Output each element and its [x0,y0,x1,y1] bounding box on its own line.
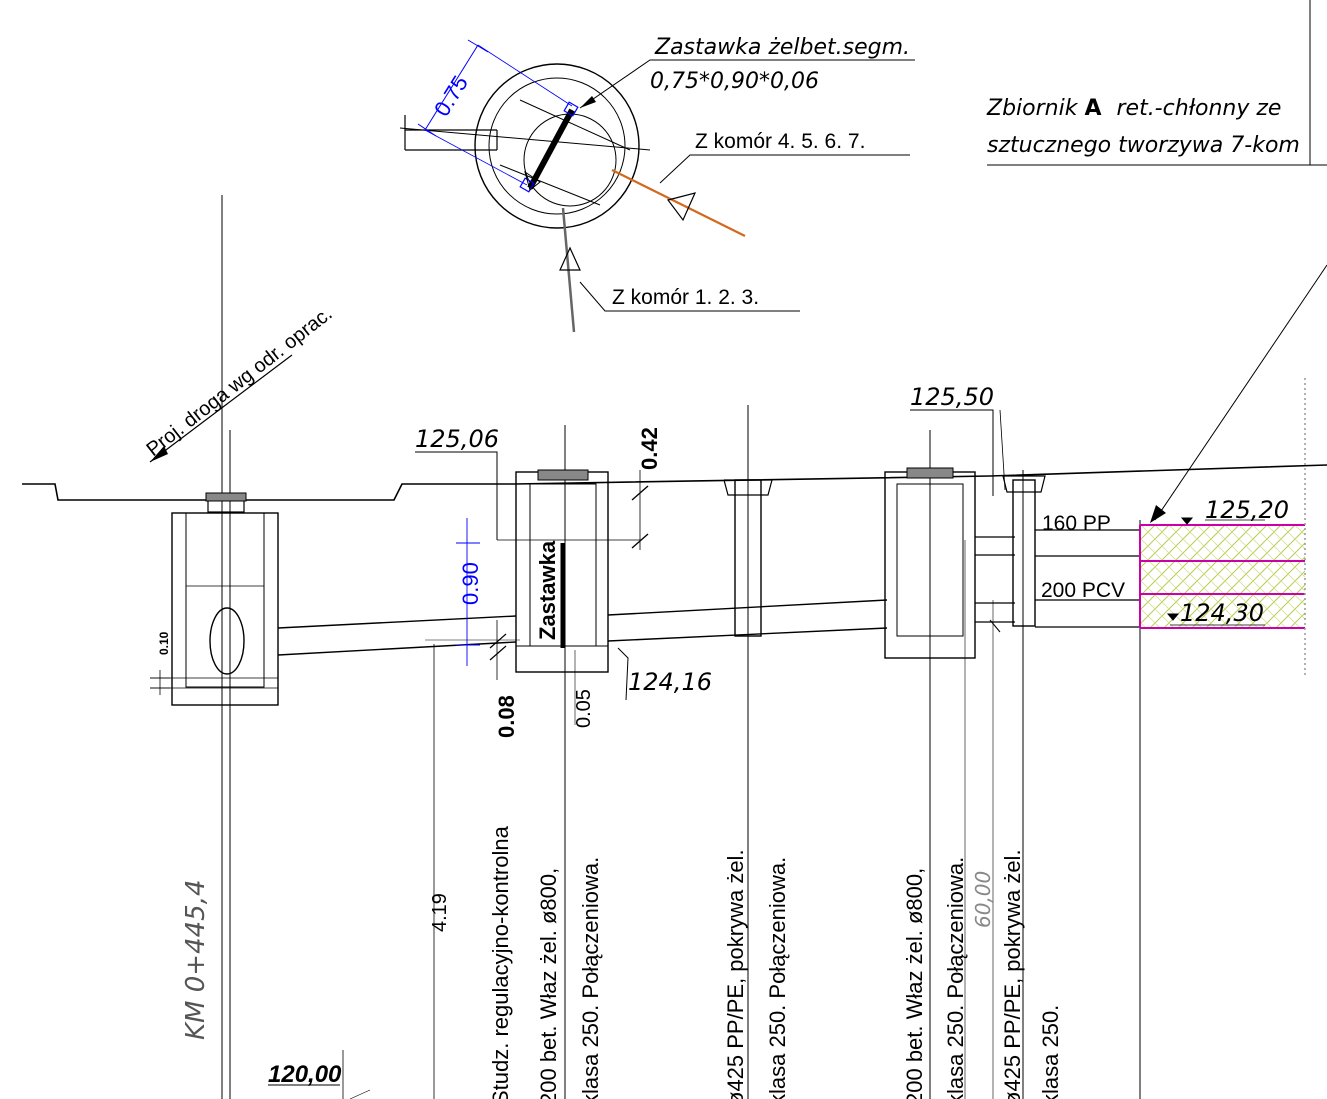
valve-dims: 0,75*0,90*0,06 [650,69,819,94]
note-chamber2-class: klasa 250. Połączeniowa. [943,857,968,1099]
label-from-chambers-123: Z komór 1. 2. 3. [612,286,759,309]
pipe-160-pp: 160 PP [1042,512,1111,535]
profile-section [22,195,1327,1099]
riser-middle [723,479,773,637]
road-label: Proj. droga wg odr. oprac. [143,303,337,461]
elevation-124-16: 124,16 [628,668,712,696]
note-chamber-type: Studz. regulacyjno-kontrolna [488,825,513,1099]
elevation-125-50: 125,50 [910,383,994,411]
tank-line2: sztucznego tworzywa 7-kom [987,133,1300,158]
svg-text:Zbiornik A ret.-ch: Zbiornik A ret.-chłonny ze [986,96,1281,121]
chamber-left [150,492,279,706]
tank-line1-rest: ret.-chłonny ze [1116,96,1281,121]
valve-plate [527,108,575,190]
tank-letter: A [1084,96,1101,121]
inflow-pipe-4567 [611,169,746,237]
note-riser2-spec: ø425 PP/PE, pokrywa żel. [1000,849,1025,1099]
label-from-chambers-4567: Z komór 4. 5. 6. 7. [695,130,865,153]
plan-view [399,39,915,333]
km-label: KM 0+445,4 [181,879,211,1040]
note-riser-spec: ø425 PP/PE, pokrywa żel. [723,849,748,1099]
dim-0-10: 0.10 [157,631,171,655]
chamber-inner-shaft [523,113,617,207]
note-riser-class: klasa 250. Połączeniowa. [765,857,790,1099]
tank-label: Zbiornik A ret.-chłonny ze sztucznego tw… [986,0,1327,523]
elevation-120-00: 120,00 [268,1061,342,1088]
chamber-right [884,467,976,659]
pipe-200-pcv: 200 PCV [1041,579,1125,602]
dim-0-90: 0.90 [458,562,483,605]
dim-0-08: 0.08 [494,695,519,738]
chamber-outer-circle [474,63,640,229]
tank-section [1139,378,1306,678]
note-chamber2-spec: 200 bet. Właz żel. ø800, [902,868,927,1099]
note-chamber-spec: 200 bet. Właz żel. ø800, [536,868,561,1099]
note-chamber-class: klasa 250. Połączeniowa. [578,857,603,1099]
elevation-124-30: 124,30 [1180,599,1264,627]
dim-0-05: 0.05 [573,689,595,728]
tank-prefix: Zbiornik [986,96,1079,121]
valve-title: Zastawka żelbet.segm. [654,35,910,60]
elevation-125-06: 125,06 [415,425,499,453]
riser-right [1002,475,1046,627]
chamber-valve [515,469,609,673]
note-riser2-class: klasa 250. [1038,1005,1063,1099]
dim-4-19: 4.19 [429,893,451,932]
chamber-inner-circle [488,77,626,215]
dim-60-00: 60,00 [971,871,995,928]
elevation-125-20: 125,20 [1205,496,1289,524]
zastawka-label: Zastawka [535,540,560,640]
dim-0-42: 0.42 [637,427,662,470]
